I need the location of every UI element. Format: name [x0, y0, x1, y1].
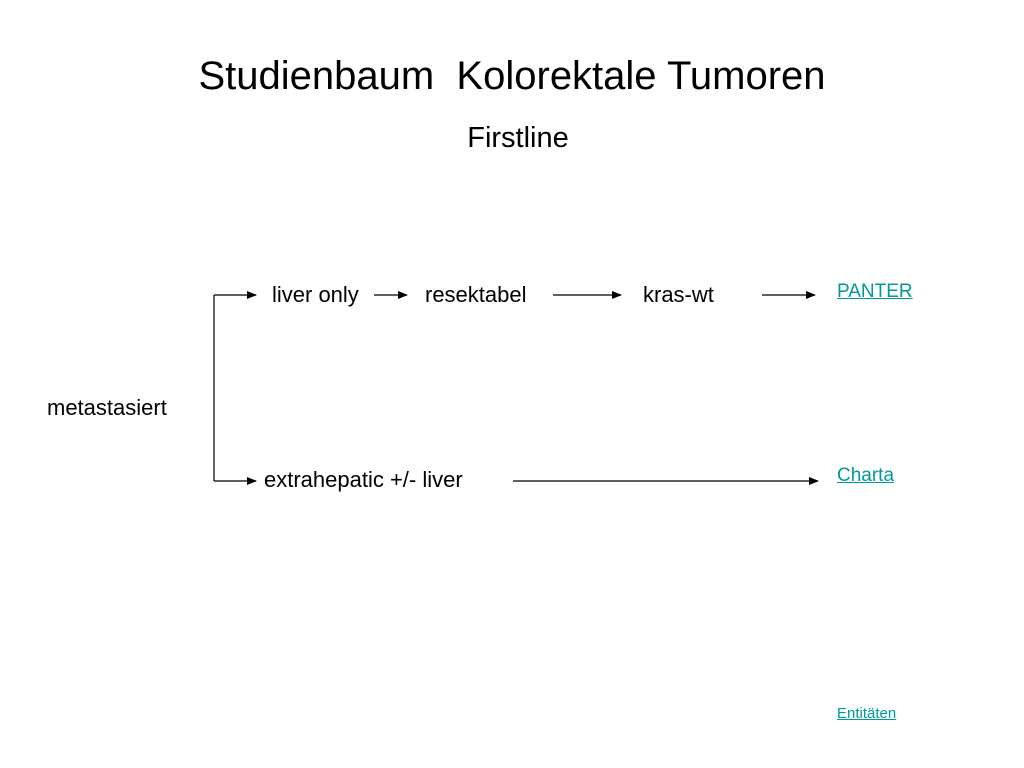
node-resektabel: resektabel	[425, 282, 527, 307]
link-charta[interactable]: Charta	[837, 465, 895, 486]
node-liver-only: liver only	[272, 282, 359, 307]
slide-subtitle: Firstline	[467, 122, 569, 154]
node-kras-wt: kras-wt	[643, 282, 714, 307]
node-metastasiert: metastasiert	[47, 395, 167, 420]
link-panter[interactable]: PANTER	[837, 281, 913, 302]
node-extrahepatic: extrahepatic +/- liver	[264, 467, 463, 492]
link-entitaeten[interactable]: Entitäten	[837, 705, 897, 722]
slide-title: Studienbaum Kolorektale Tumoren	[198, 54, 826, 98]
